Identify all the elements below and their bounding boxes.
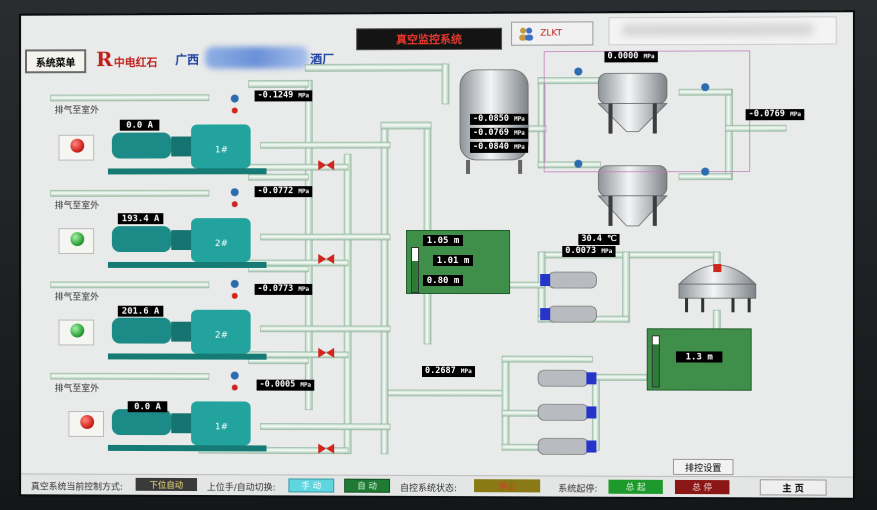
system-title: 真空监控系统 — [356, 27, 503, 51]
start-all-button[interactable]: 总 起 — [608, 479, 663, 494]
user-name: ZLKT — [540, 28, 563, 39]
status-lamp-icon — [70, 138, 85, 153]
svg-text:1#: 1# — [215, 422, 228, 432]
footer-bar: 真空系统当前控制方式: 下位自动 上位手/自动切换: 手 动 自 动 自控系统状… — [21, 473, 853, 498]
vessel-reading-3: -0.0840 MPa — [470, 141, 528, 153]
user-badge[interactable]: ZLKT — [511, 21, 594, 46]
pump-current: 0.0 A — [127, 401, 168, 413]
pump-pressure: -0.0772 MPa — [254, 186, 313, 198]
hopper-top-pressure: 0.0000 MPa — [604, 51, 658, 63]
right-line-pressure: -0.0769 MPa — [745, 109, 805, 121]
company-prefix: 广西 — [175, 52, 200, 67]
water-tank: 1.05 m 1.01 m 0.80 m — [406, 229, 511, 295]
pump-pressure: -0.1249 MPa — [254, 90, 313, 102]
logo-mark-icon: R — [96, 47, 113, 72]
lower-tank-level-fill — [652, 343, 659, 387]
users-icon — [518, 27, 534, 41]
hopper-upper — [598, 73, 666, 134]
interlock-settings-button[interactable]: 排控设置 — [672, 458, 734, 476]
pump-status-button[interactable] — [68, 410, 104, 437]
exhaust-label: 排气至室外 — [54, 105, 100, 116]
pump-status-button[interactable] — [58, 134, 95, 161]
exhaust-label: 排气至室外 — [54, 292, 100, 303]
lower-tank-level-gauge — [651, 335, 660, 388]
system-menu-button[interactable]: 系统菜单 — [25, 49, 87, 74]
start-stop-label: 系统起停: — [558, 484, 598, 495]
water-tank-level-fill — [412, 261, 419, 292]
company-name-blurred — [204, 46, 309, 69]
svg-text:1#: 1# — [215, 145, 228, 155]
water-level-2: 1.01 m — [433, 255, 474, 267]
scada-screen: 系统菜单 R 中电红石 广西 酒厂 真空监控系统 ZLKT — [21, 12, 853, 498]
svg-text:2#: 2# — [215, 331, 228, 341]
auto-mode-button[interactable]: 自 动 — [344, 478, 391, 493]
mode-switch-label: 上位手/自动切换: — [206, 483, 276, 494]
pump-status-button[interactable] — [58, 228, 95, 255]
datetime-blurred — [608, 16, 837, 46]
water-level-1: 1.05 m — [423, 234, 464, 247]
status-lamp-icon — [80, 415, 95, 429]
pump-pressure: -0.0005 MPa — [256, 379, 315, 391]
separator-temperature: 30.4 ℃ — [578, 233, 620, 245]
lower-tank: 1.3 m — [646, 328, 752, 391]
svg-text:2#: 2# — [215, 239, 228, 249]
stop-all-button[interactable]: 总 停 — [674, 479, 730, 495]
logo-text: 中电红石 — [113, 55, 158, 70]
self-control-status-value: 停止 — [474, 479, 541, 493]
status-lamp-icon — [70, 323, 85, 338]
company-suffix: 酒厂 — [310, 52, 335, 67]
self-control-status-label: 自控系统状态: — [400, 483, 458, 495]
status-lamp-icon — [70, 232, 85, 247]
booster-pressure: 0.2687 MPa — [422, 365, 475, 378]
vessel-reading-2: -0.0769 MPa — [470, 127, 528, 139]
pump-current: 201.6 A — [117, 305, 164, 317]
exhaust-label: 排气至室外 — [54, 384, 100, 395]
water-tank-level-gauge — [411, 247, 420, 293]
logo: R 中电红石 — [96, 45, 175, 75]
exhaust-label: 排气至室外 — [54, 201, 100, 212]
water-level-3: 0.80 m — [423, 274, 464, 287]
control-mode-value: 下位自动 — [135, 477, 198, 492]
separator-pressure: 0.0073 MPa — [562, 245, 616, 258]
home-button[interactable]: 主 页 — [759, 479, 827, 496]
pump-current: 193.4 A — [117, 213, 164, 225]
manual-mode-button[interactable]: 手 动 — [288, 478, 335, 493]
pump-pressure: -0.0773 MPa — [254, 283, 313, 295]
control-mode-label: 真空系统当前控制方式: — [30, 482, 123, 493]
hopper-lower — [598, 166, 666, 226]
vessel-reading-1: -0.0850 MPa — [470, 113, 528, 125]
lower-tank-level: 1.3 m — [675, 351, 723, 363]
pump-status-button[interactable] — [58, 319, 95, 346]
pump-current: 0.0 A — [119, 119, 160, 131]
